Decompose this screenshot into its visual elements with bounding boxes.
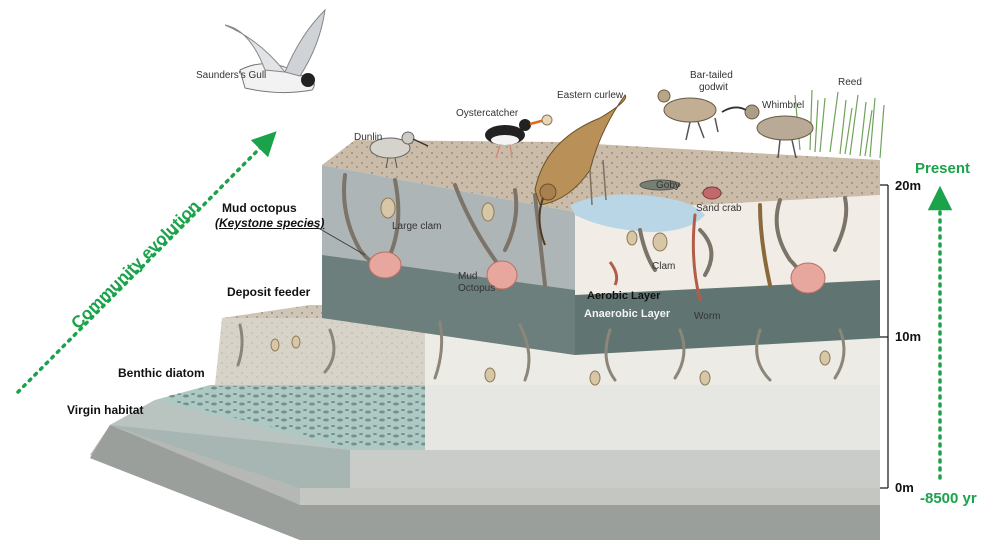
eastern-curlew-label: Eastern curlew (557, 90, 624, 101)
mud-octopus-inner-label-line1: Mud (458, 271, 478, 282)
depth-axis (880, 184, 889, 489)
eastern-curlew-icon (534, 94, 627, 246)
aerobic-layer-label: Aerobic Layer (587, 290, 661, 302)
bar-tailed-godwit-label-line2: godwit (699, 82, 728, 93)
mud-octopus-title: Mud octopus (222, 201, 297, 215)
virgin-habitat-label: Virgin habitat (67, 403, 144, 417)
keystone-species-label: (Keystone species) (215, 216, 325, 230)
dunlin-label: Dunlin (354, 132, 383, 143)
upper-block (322, 140, 880, 355)
bar-tailed-godwit-label-line1: Bar-tailed (690, 70, 733, 81)
benthic-diatom-layer (155, 385, 880, 450)
oystercatcher-icon (485, 114, 553, 159)
saunders-gull-icon (224, 8, 326, 94)
lower-burrows (236, 320, 846, 382)
reed-icon (794, 89, 885, 159)
worm-icon (608, 261, 619, 286)
bar-tailed-godwit-icon (657, 89, 719, 141)
mud-octopus-inner-label-line2: Octopus (458, 283, 496, 294)
depth-tick-0m: 0m (895, 480, 914, 495)
clam-label: Clam (652, 261, 676, 272)
anaerobic-layer-label: Anaerobic Layer (584, 308, 671, 320)
depth-tick-10m: 10m (895, 329, 922, 344)
reed-label: Reed (838, 77, 862, 88)
benthic-diatom-label: Benthic diatom (118, 366, 205, 380)
whimbrel-label: Whimbrel (762, 100, 805, 111)
goby-icon (639, 179, 681, 191)
saunders-gull-label: Saunders's Gull (196, 70, 267, 81)
oystercatcher-label: Oystercatcher (456, 108, 519, 119)
goby-label: Goby (656, 180, 680, 191)
community-evolution-arrow (16, 131, 277, 394)
time-start-label: -8500 yr (920, 490, 977, 507)
mud-octopus-icon (368, 251, 826, 294)
deposit-feeder-label: Deposit feeder (227, 285, 311, 299)
clam-icons (270, 197, 831, 386)
sand-crab-icon (702, 186, 722, 200)
whimbrel-icon (721, 104, 814, 159)
octopus-leader-lines (307, 221, 366, 256)
community-evolution-label: Community evolution (67, 197, 203, 333)
depth-tick-20m: 20m (895, 178, 922, 193)
time-present-label: Present (915, 160, 971, 177)
sand-crab-label: Sand crab (696, 203, 742, 214)
worm-label: Worm (694, 311, 721, 322)
burrows (342, 173, 849, 302)
large-clam-label: Large clam (392, 221, 442, 232)
dunlin-icon (369, 131, 429, 169)
